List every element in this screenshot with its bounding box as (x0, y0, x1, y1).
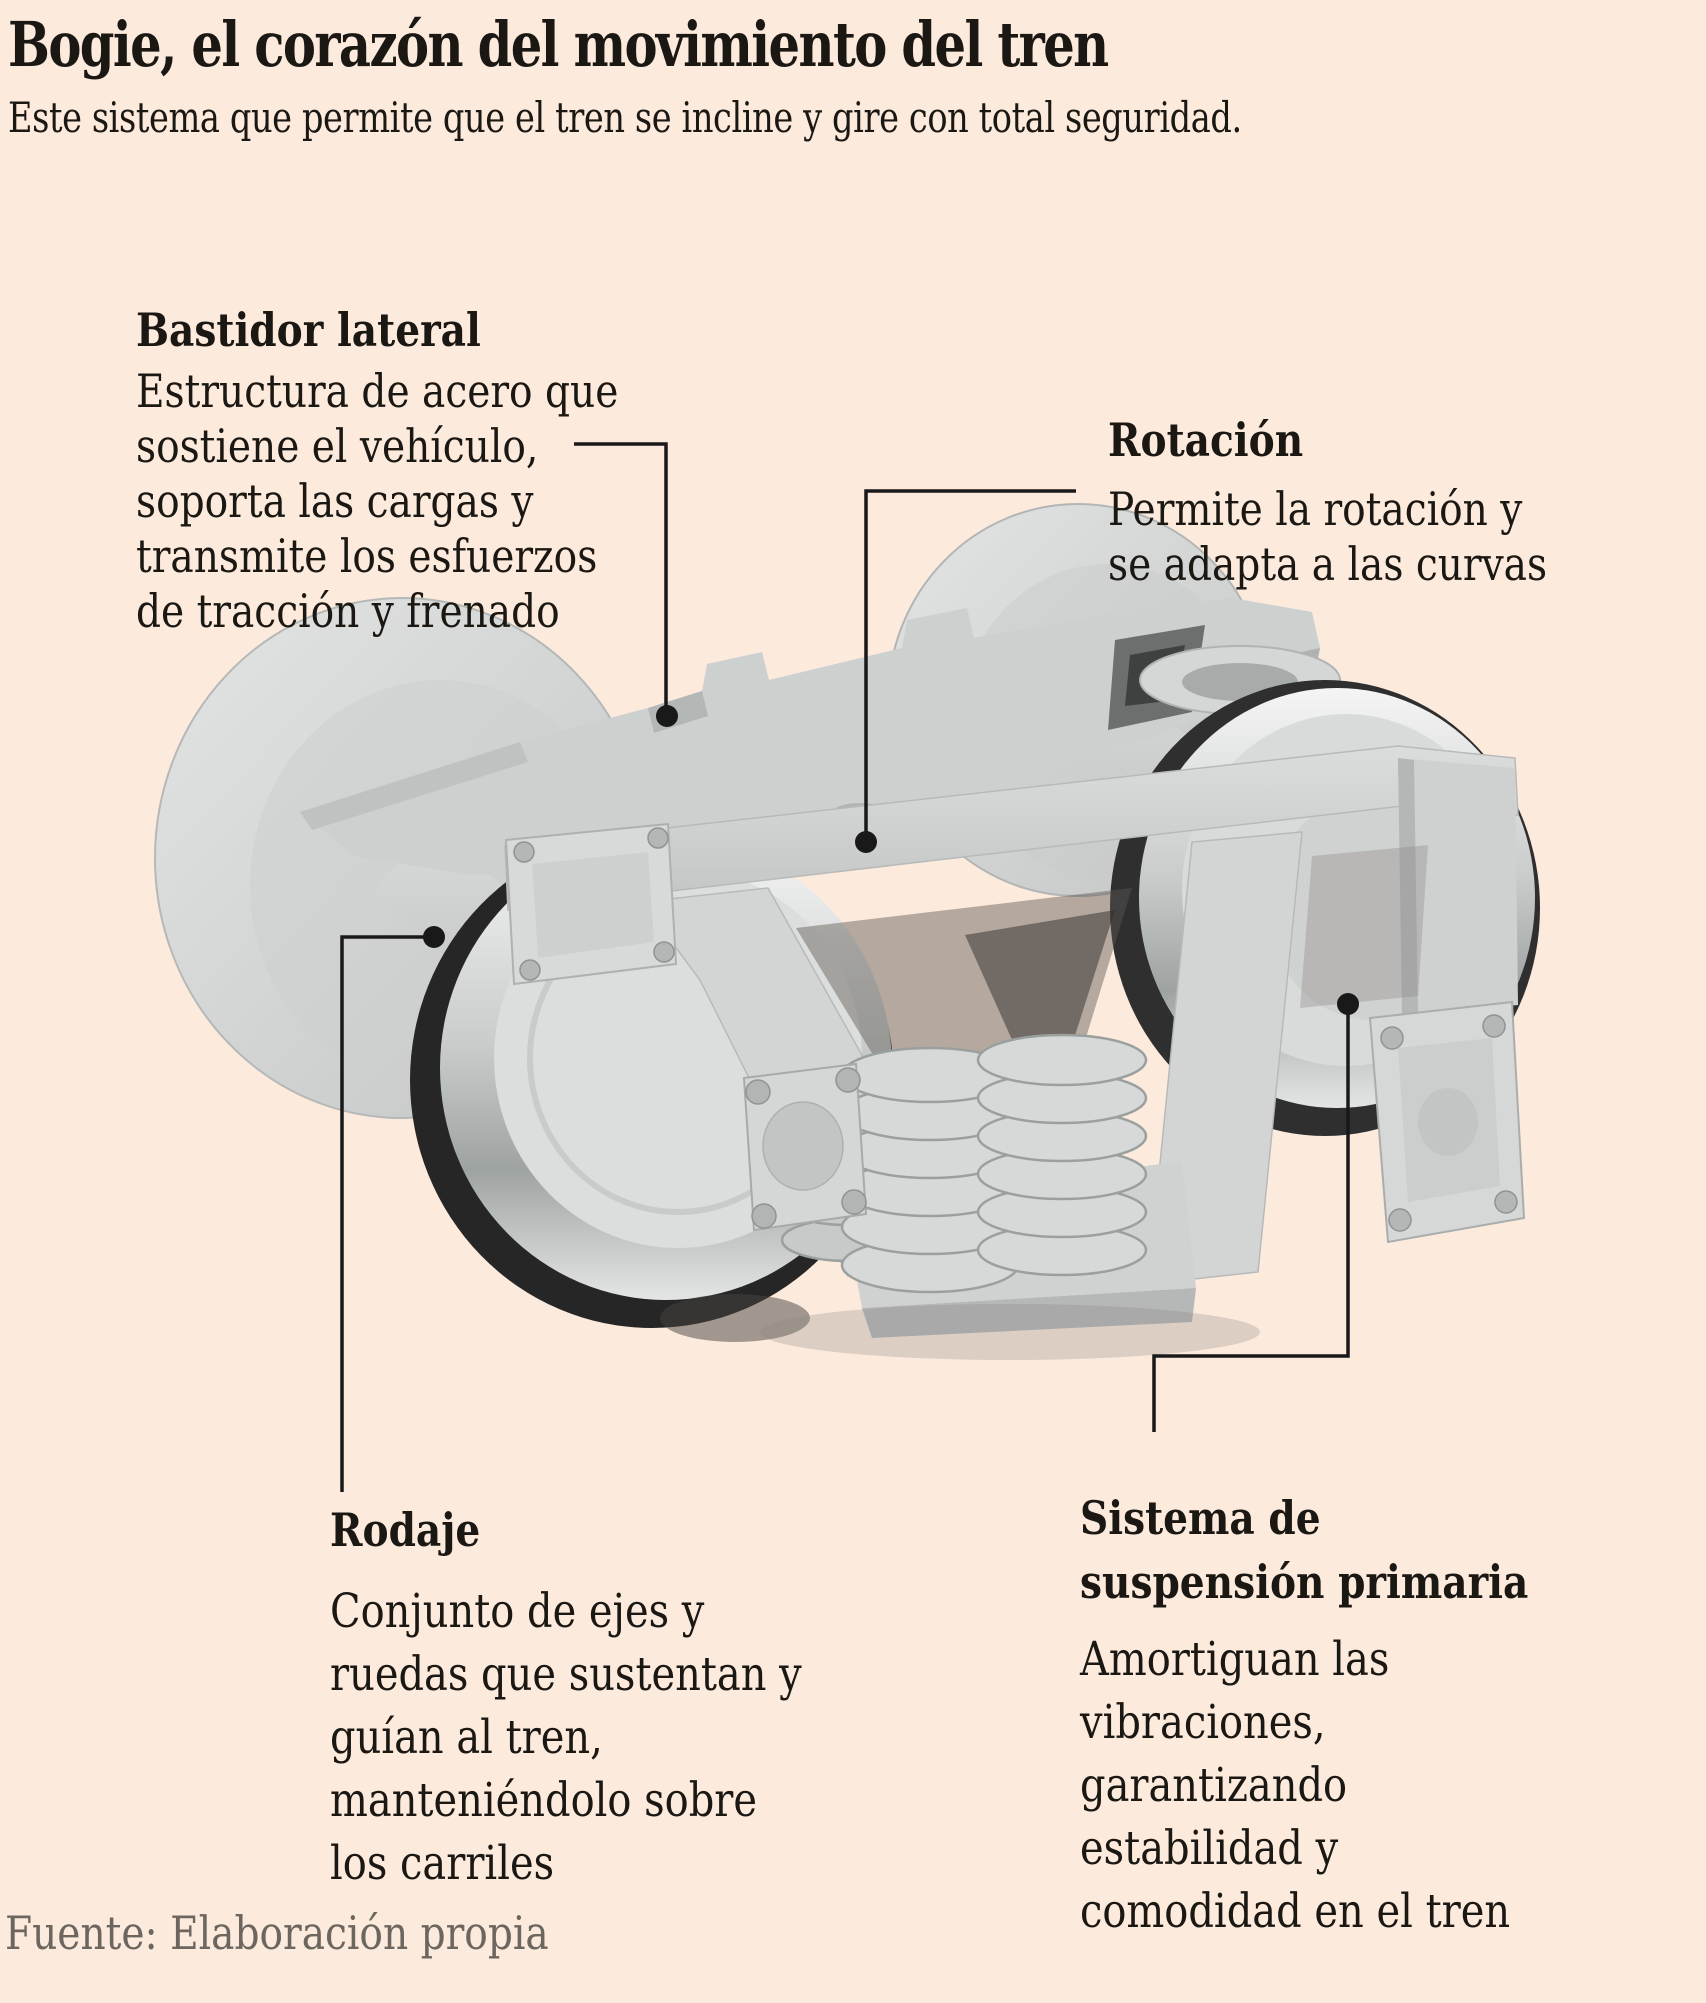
page-title: Bogie, el corazón del movimiento del tre… (8, 8, 1109, 81)
connector-dot-suspension (1337, 993, 1359, 1015)
top-frame-edge-shade (300, 742, 528, 830)
callout-bastidor-title: Bastidor lateral (136, 303, 481, 357)
callout-bastidor-lateral: Bastidor lateral Estructura de acero que… (136, 304, 618, 639)
callout-rodaje: Rodaje Conjunto de ejes y ruedas que sus… (330, 1504, 802, 1895)
callout-rodaje-title: Rodaje (330, 1503, 481, 1557)
callout-rodaje-body: Conjunto de ejes y ruedas que sustentan … (330, 1584, 802, 1891)
bolt (647, 827, 669, 849)
bolt (1380, 1026, 1404, 1050)
callout-rotacion-body: Permite la rotación y se adapta a las cu… (1108, 482, 1548, 591)
connector-dot-rotacion (855, 831, 877, 853)
bolt (751, 1203, 777, 1229)
callout-connectors (340, 442, 1359, 1492)
side-frame-beam (504, 745, 1519, 911)
page-subtitle: Este sistema que permite que el tren se … (8, 93, 1242, 142)
bolt (1388, 1208, 1412, 1232)
bogie-top-frame (300, 598, 1341, 875)
bolt (1482, 1014, 1506, 1038)
frame-window-right (1300, 845, 1428, 1008)
spring-seat-lip (862, 1288, 1196, 1338)
top-frame-surface (300, 598, 1320, 875)
bolt (1494, 1190, 1518, 1214)
right-journal-boss (1418, 1088, 1478, 1156)
bolt (841, 1189, 867, 1215)
callout-rotacion: Rotación Permite la rotación y se adapta… (1108, 414, 1547, 592)
side-frame-right-column-shade (1398, 758, 1418, 1016)
front-left-hub-plate (742, 1062, 868, 1232)
bolt (835, 1067, 861, 1093)
right-journal-box (1368, 1000, 1526, 1244)
bolt (513, 841, 535, 863)
frame-window-shadow-dark (965, 910, 1115, 1120)
side-frame-right-column (1398, 758, 1518, 1016)
bolt (519, 959, 541, 981)
bolt (653, 941, 675, 963)
bolt (745, 1079, 771, 1105)
callout-suspension: Sistema de suspensión primaria Amortigua… (1080, 1486, 1528, 1943)
connector-bastidor (574, 442, 668, 712)
ground-shadow (660, 1294, 810, 1342)
ground-shadow (760, 1304, 1260, 1360)
connector-dot-bastidor (656, 705, 678, 727)
callout-bastidor-body: Estructura de acero que sostiene el vehí… (136, 364, 619, 638)
connector-dot-rodaje (423, 926, 445, 948)
connector-rotacion (864, 489, 1076, 838)
hub-boss (762, 1101, 844, 1191)
left-journal-box (504, 822, 678, 986)
spring-coil (976, 1033, 1148, 1087)
source-note: Fuente: Elaboración propia (5, 1906, 549, 1960)
side-frame-right-diagonal (1147, 831, 1303, 1285)
connector-rodaje (340, 935, 434, 1492)
connector-suspension (1152, 1006, 1350, 1432)
left-journal-inner (532, 852, 654, 958)
callout-suspension-body: Amortiguan las vibraciones, garantizando… (1080, 1632, 1511, 1939)
callout-rotacion-title: Rotación (1108, 413, 1304, 467)
callout-suspension-title: Sistema de suspensión primaria (1080, 1491, 1529, 1609)
